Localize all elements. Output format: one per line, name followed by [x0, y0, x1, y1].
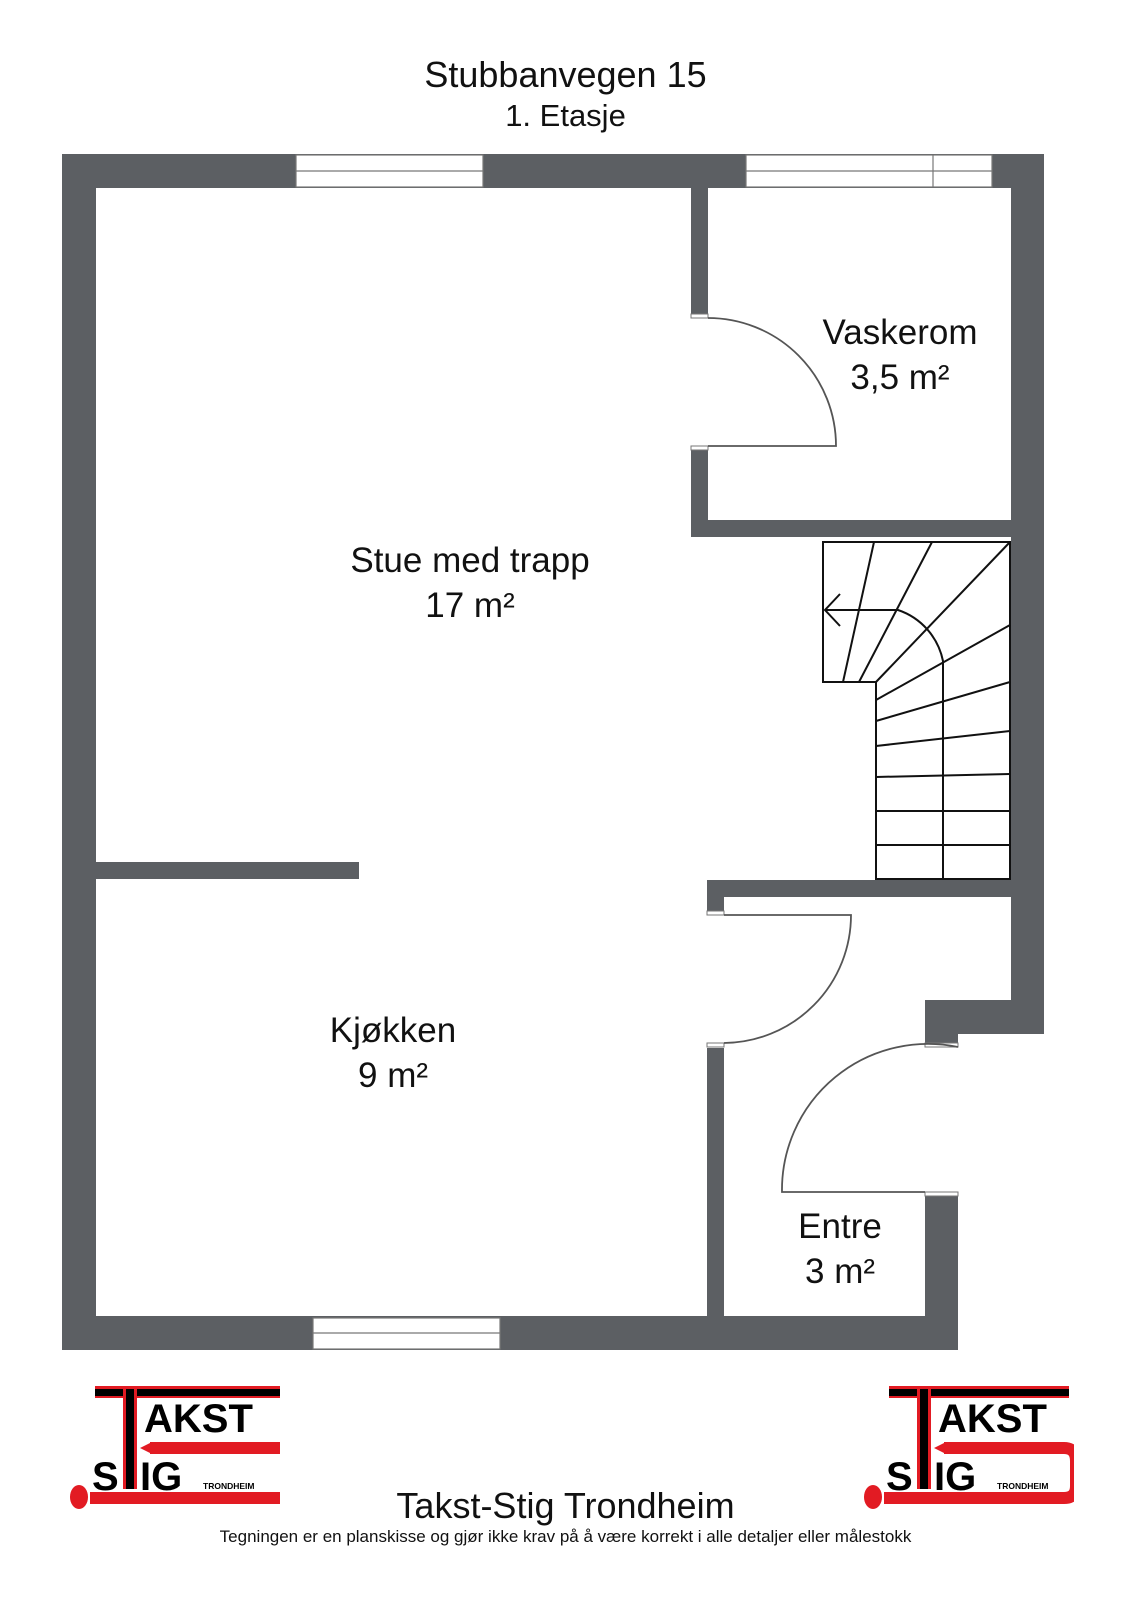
room-vaskerom: Vaskerom 3,5 m²: [800, 310, 1000, 400]
svg-text:IG: IG: [140, 1455, 182, 1499]
door-vaskerom: [707, 317, 837, 447]
svg-text:AKST: AKST: [938, 1397, 1047, 1441]
svg-text:TRONDHEIM: TRONDHEIM: [997, 1481, 1048, 1491]
svg-text:IG: IG: [934, 1455, 976, 1499]
door-entre-inner: [723, 914, 852, 1044]
room-entre: Entre 3 m²: [765, 1204, 915, 1294]
company-name: Takst-Stig Trondheim: [396, 1485, 735, 1526]
room-name: Vaskerom: [822, 313, 978, 352]
room-area: 3,5 m²: [850, 358, 950, 397]
room-name: Stue med trapp: [350, 541, 590, 580]
floor-subtitle: 1. Etasje: [505, 98, 626, 133]
windows: [295, 154, 993, 1350]
staircase: [822, 541, 1011, 880]
door-main-entrance: [781, 1042, 959, 1193]
svg-text:S: S: [886, 1455, 913, 1499]
svg-text:S: S: [92, 1455, 119, 1499]
disclaimer-text: Tegningen er en planskisse og gjør ikke …: [219, 1527, 912, 1546]
doors: [707, 317, 959, 1193]
room-area: 9 m²: [358, 1056, 428, 1095]
svg-text:AKST: AKST: [144, 1397, 253, 1441]
room-name: Entre: [798, 1207, 882, 1246]
address-title: Stubbanvegen 15: [424, 54, 707, 95]
svg-text:TRONDHEIM: TRONDHEIM: [203, 1481, 254, 1491]
room-area: 17 m²: [425, 586, 515, 625]
walls: [62, 154, 1044, 1350]
room-area: 3 m²: [805, 1252, 875, 1291]
room-kjokken: Kjøkken 9 m²: [293, 1008, 493, 1098]
room-name: Kjøkken: [329, 1011, 457, 1050]
room-stue: Stue med trapp 17 m²: [310, 538, 630, 628]
